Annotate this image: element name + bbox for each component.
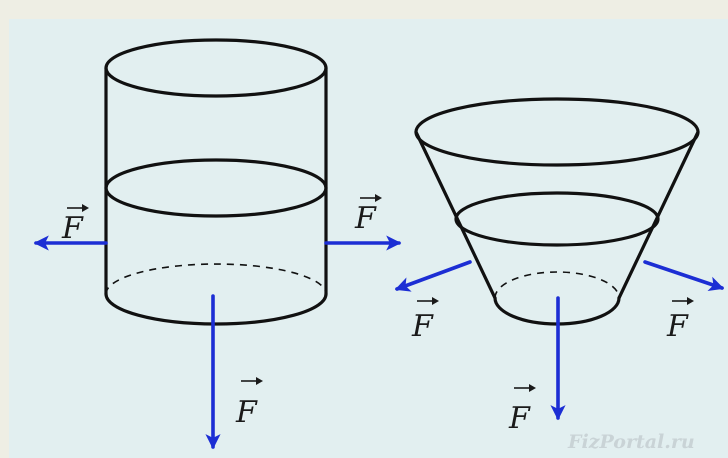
svg-text:F: F	[354, 201, 377, 236]
force-label-cylinder-bottom: F	[235, 377, 263, 430]
diagram-panel	[9, 19, 728, 458]
cylinder-vessel	[104, 38, 328, 326]
svg-text:F: F	[411, 309, 434, 344]
svg-text:F: F	[666, 309, 689, 344]
svg-text:F: F	[508, 401, 531, 436]
cone-bottom-back-edge	[494, 271, 620, 299]
watermark: FizPortal.ru	[567, 431, 695, 453]
cone-right-force-arrow	[643, 260, 725, 292]
force-label-cone-right: F	[666, 297, 694, 344]
cylinder-bottom-front-edge	[104, 292, 328, 326]
force-label-cylinder-left: F	[61, 204, 89, 246]
cone-vessel	[414, 97, 700, 326]
force-label-cylinder-right: F	[354, 194, 382, 236]
svg-text:F: F	[235, 395, 258, 430]
cone-water-surface	[454, 191, 660, 247]
force-label-cone-left: F	[411, 297, 439, 344]
cylinder-water-surface	[104, 158, 328, 218]
svg-text:F: F	[61, 211, 84, 246]
cone-left-force-arrow	[394, 260, 472, 292]
force-label-cone-bottom: F	[508, 384, 536, 436]
cylinder-bottom-back-edge	[105, 263, 327, 295]
